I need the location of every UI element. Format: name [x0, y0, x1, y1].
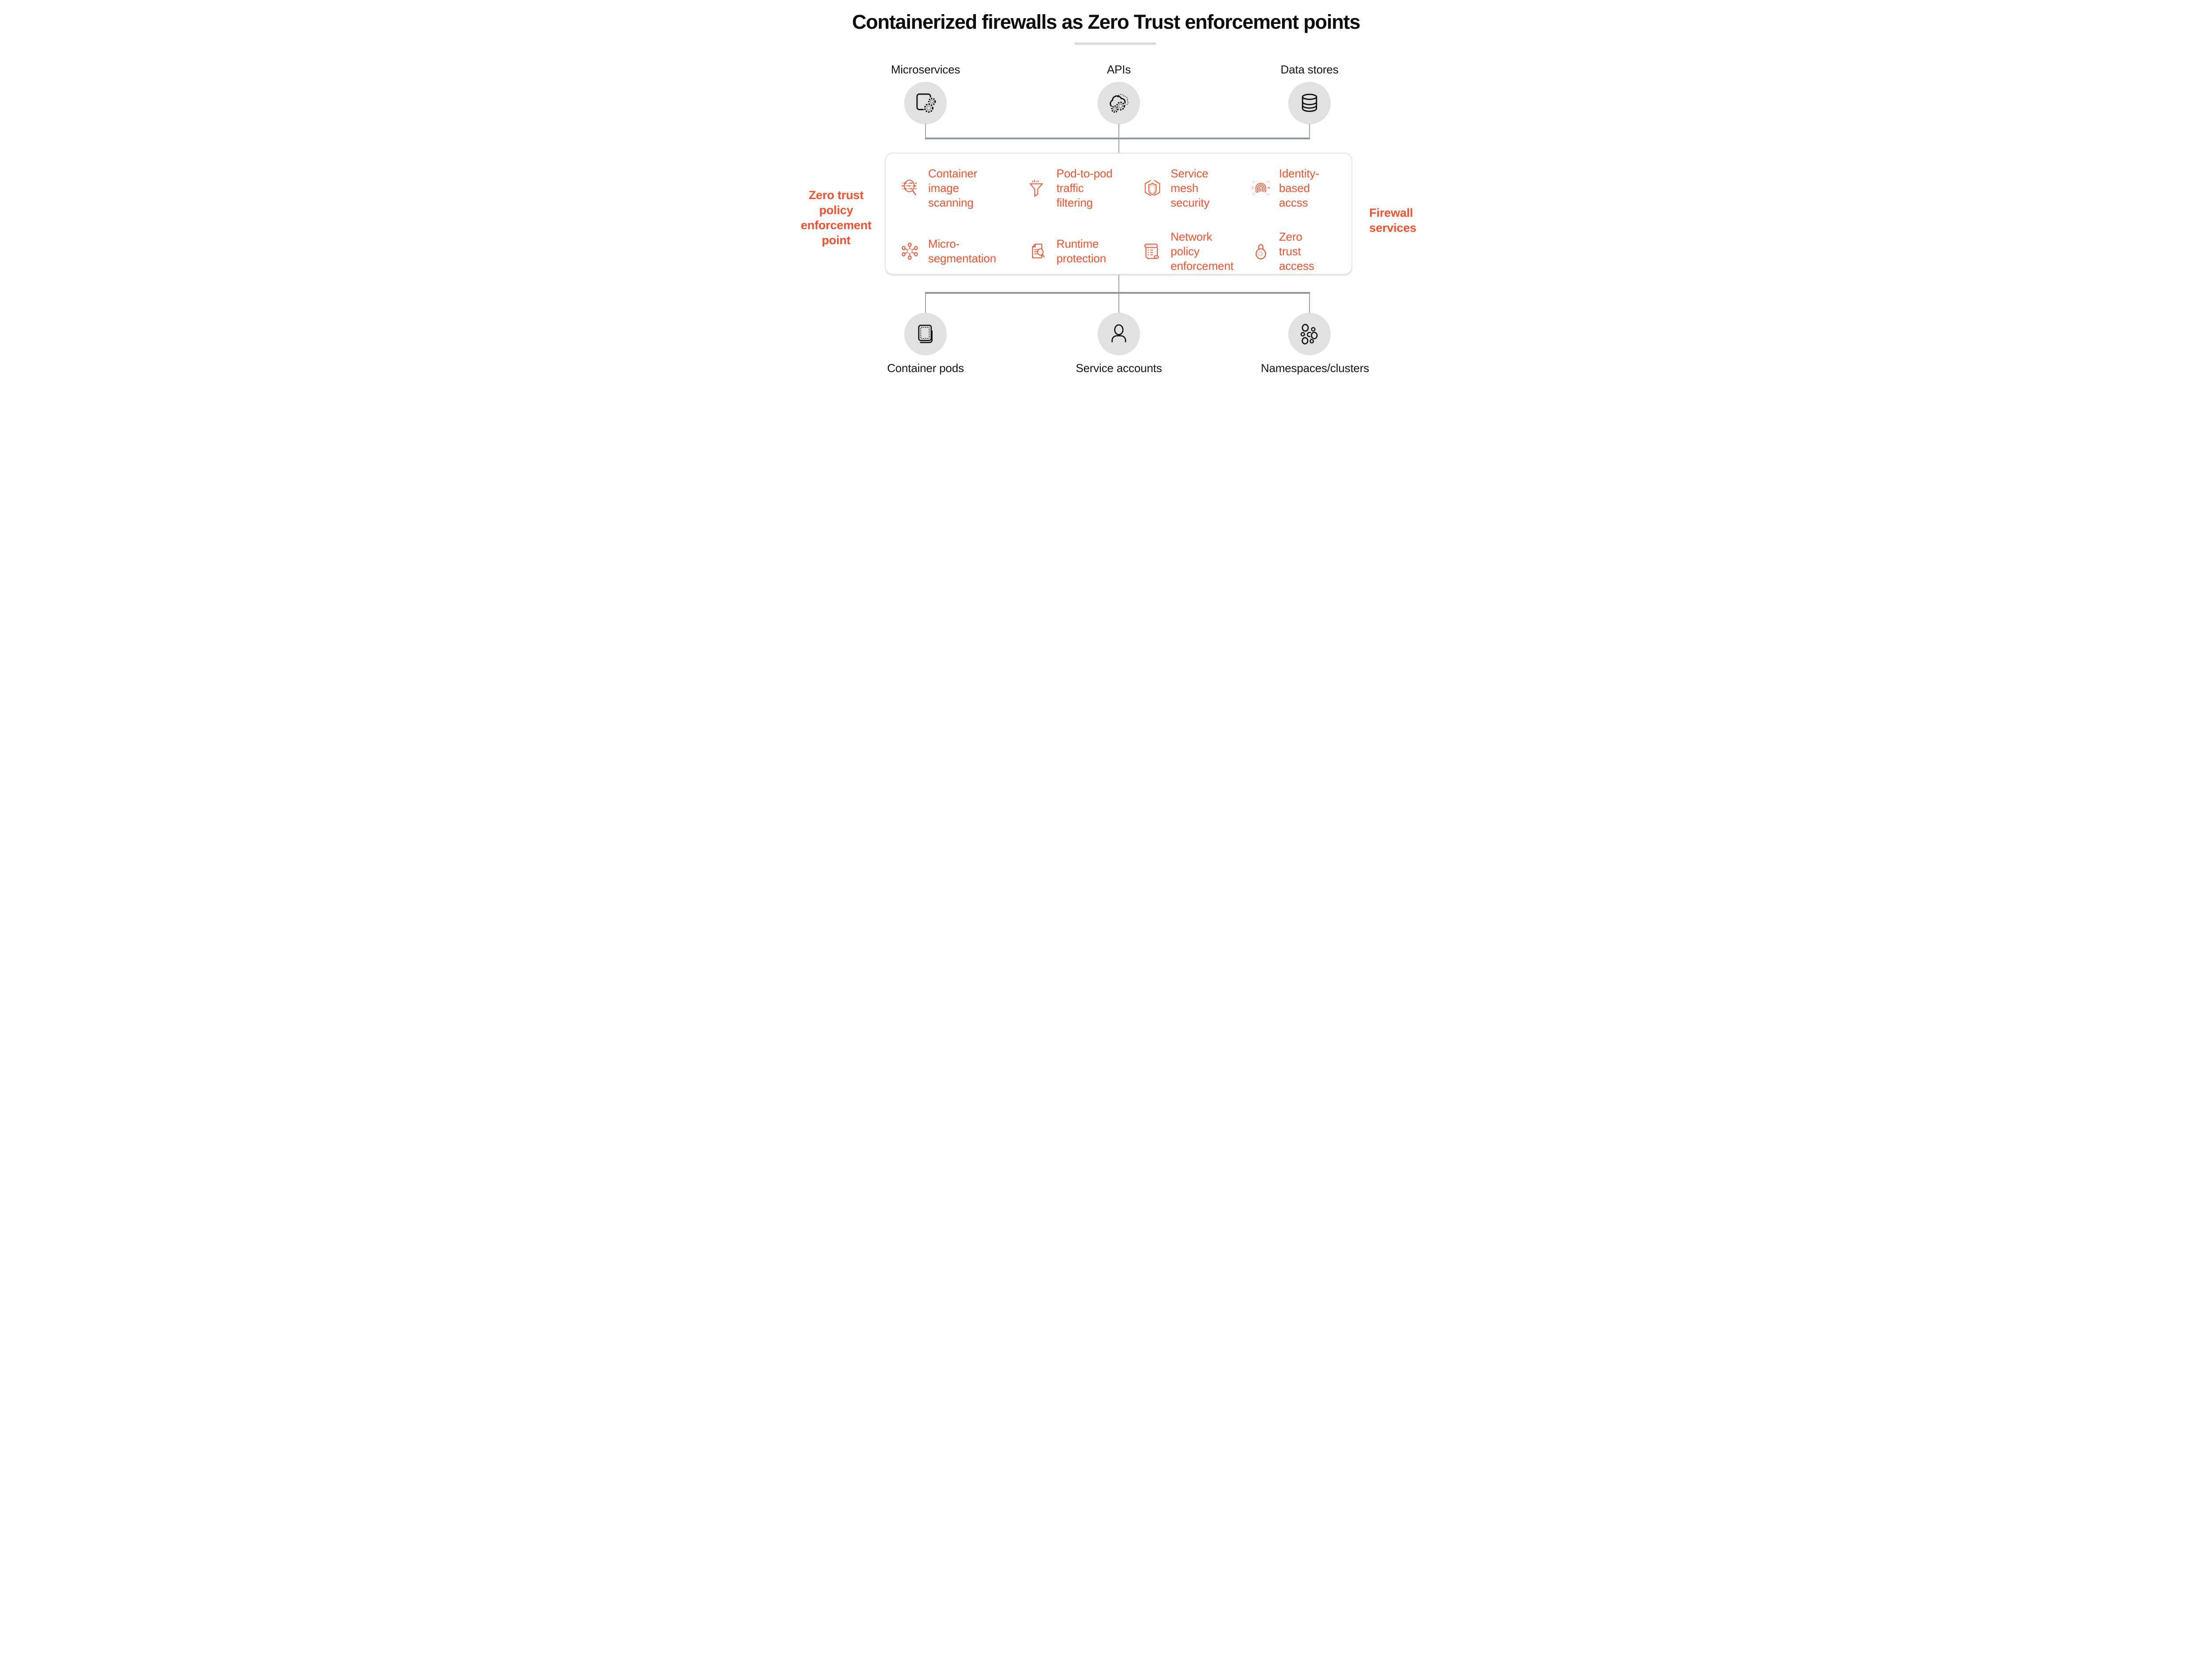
top-node-label: Data stores — [1280, 63, 1339, 76]
top-node-label: APIs — [1106, 63, 1131, 76]
service-zero-trust-access: Zero trust access — [1252, 229, 1314, 274]
cluster-nodes-icon — [1300, 323, 1318, 345]
connector-line — [1309, 124, 1310, 139]
funnel-icon — [1029, 180, 1044, 197]
api-cloud-icon — [1110, 94, 1129, 113]
node-circle — [1098, 82, 1140, 124]
bottom-node-label: Service accounts — [1075, 361, 1162, 375]
connector-line — [1118, 275, 1119, 313]
service-label: Identity- based accss — [1279, 166, 1319, 209]
node-circle — [1288, 82, 1331, 124]
enforcement-box: Container image scanning Pod-to-pod traf… — [885, 153, 1352, 275]
database-icon — [1302, 93, 1317, 112]
container-pods-icon — [918, 324, 933, 343]
connector-bar-bottom — [925, 292, 1310, 294]
hexagon-shield-icon — [1144, 180, 1160, 196]
diagram-canvas: Containerized firewalls as Zero Trust en… — [764, 0, 1448, 385]
service-label: Micro- segmentation — [928, 237, 996, 265]
policy-scroll-icon — [1144, 243, 1159, 259]
service-label: Network policy enforcement — [1171, 230, 1234, 273]
bottom-node-label: Namespaces/clusters — [1261, 361, 1369, 375]
service-micro-segmentation: Micro- segmentation — [901, 229, 996, 274]
fingerprint-icon — [1252, 181, 1270, 195]
node-circle — [1098, 313, 1140, 355]
service-label: Service mesh security — [1171, 166, 1210, 209]
scan-magnifier-icon — [902, 180, 918, 196]
node-circle — [904, 82, 947, 124]
service-container-image-scanning: Container image scanning — [901, 165, 977, 211]
top-node-label: Microservices — [891, 63, 960, 76]
top-node-apis: APIs — [1070, 63, 1167, 124]
microservices-icon — [916, 93, 937, 114]
padlock-icon — [1256, 244, 1266, 260]
connector-line — [1309, 293, 1310, 313]
segmentation-nodes-icon — [902, 242, 918, 260]
right-label: Firewall services — [1369, 206, 1417, 234]
service-service-mesh-security: Service mesh security — [1143, 165, 1210, 211]
top-node-microservices: Microservices — [877, 63, 974, 124]
connector-line — [925, 293, 926, 313]
service-runtime-protection: Runtime protection — [1029, 229, 1106, 274]
document-scan-icon — [1032, 243, 1045, 258]
service-pod-to-pod-traffic-filtering: Pod-to-pod traffic filtering — [1029, 165, 1113, 211]
service-label: Pod-to-pod traffic filtering — [1056, 166, 1113, 209]
bottom-node-service-accounts: Service accounts — [1070, 313, 1167, 375]
page-title: Containerized firewalls as Zero Trust en… — [852, 11, 1360, 33]
service-network-policy-enforcement: Network policy enforcement — [1143, 229, 1234, 274]
node-circle — [904, 313, 947, 355]
bottom-node-namespaces-clusters: Namespaces/clusters — [1261, 313, 1369, 375]
bottom-node-label: Container pods — [887, 361, 964, 375]
connector-line — [925, 124, 926, 139]
service-label: Zero trust access — [1279, 230, 1314, 273]
title-divider — [1075, 42, 1156, 45]
node-circle — [1288, 313, 1331, 355]
service-label: Runtime protection — [1056, 237, 1106, 265]
connector-bar-top — [925, 138, 1310, 139]
bottom-node-container-pods: Container pods — [877, 313, 974, 375]
left-label: Zero trust policy enforcement point — [801, 188, 872, 247]
user-icon — [1111, 324, 1126, 342]
service-label: Container image scanning — [928, 166, 977, 209]
top-node-data-stores: Data stores — [1261, 63, 1358, 124]
service-identity-based-access: Identity- based accss — [1252, 165, 1319, 211]
